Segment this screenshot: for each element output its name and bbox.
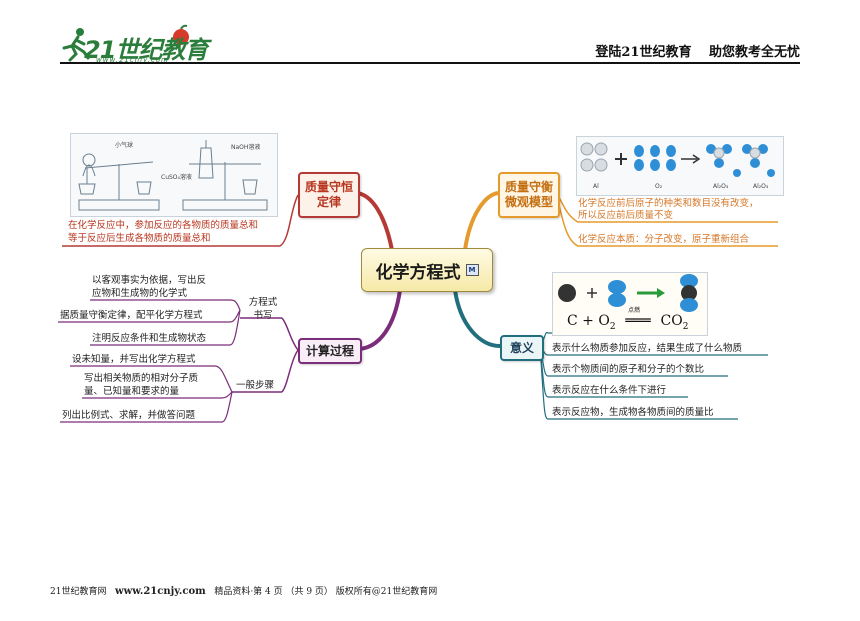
map-badge: M (465, 264, 479, 276)
center-node: 化学方程式 M (361, 248, 493, 292)
mass-leaf-1: 在化学反应中，参加反应的各物质的质量总和 (68, 220, 259, 231)
write-leaf-1: 以客观事实为依据，写出反 (92, 275, 207, 286)
combustion-equation: C + O2 点燃═══ CO2 (567, 307, 689, 332)
branch-meaning: 意义 (500, 335, 544, 361)
footer-left: 21世纪教育网 (50, 587, 116, 597)
logo (58, 22, 198, 66)
logo-url: www.21cnjy.com (96, 56, 169, 64)
meaning-leaf-4: 表示反应物，生成物各物质间的质量比 (552, 407, 714, 418)
apple-icon (173, 24, 189, 45)
o2-label: O₂ (655, 183, 663, 190)
balloon-label: 小气球 (115, 142, 134, 149)
runner-icon (62, 28, 90, 62)
al2o3-label-2: Al₂O₃ (753, 183, 769, 190)
eq-c: C (567, 313, 578, 329)
sub-write: 方程式书写 (248, 297, 278, 321)
footer: 21世纪教育网 www.21cnjy.com 精品资料·第 4 页 （共 9 页… (50, 584, 437, 597)
branch-calculation: 计算过程 (298, 338, 362, 364)
step-leaf-2: 写出相关物质的相对分子质 (84, 373, 199, 384)
write-leaf-3: 据质量守衡定律，配平化学方程式 (60, 310, 203, 321)
meaning-leaf-1: 表示什么物质参加反应，结果生成了什么物质 (552, 343, 743, 354)
footer-url[interactable]: www.21cnjy.com (115, 586, 206, 597)
balance-scales-icon (78, 140, 268, 211)
micro-leaf-2: 所以反应前后质量不变 (578, 210, 674, 221)
molecule-icon (558, 274, 698, 312)
naoh-label: NaOH溶液 (231, 144, 261, 151)
sub-steps: 一般步骤 (236, 380, 275, 391)
micro-leaf-1: 化学反应前后原子的种类和数目没有改变， (578, 198, 759, 209)
header-rule (60, 62, 800, 64)
branch-mass-conservation: 质量守恒定律 (298, 172, 360, 218)
logo-text: 21世纪教育 (84, 36, 208, 64)
balance-illustration: 小气球 CuSO₄溶液 NaOH溶液 (70, 133, 278, 217)
step-leaf-4: 列出比例式、求解，并做答问题 (62, 410, 196, 421)
atom-model-icon (580, 142, 775, 177)
write-leaf-2: 应物和生成物的化学式 (92, 288, 188, 299)
eq-co: CO (660, 313, 683, 329)
atom-model-illustration: Al O₂ Al₂O₃ Al₂O₃ (576, 136, 784, 196)
footer-right: 精品资料·第 4 页 （共 9 页） 版权所有@21世纪教育网 (205, 587, 438, 597)
al2o3-label-1: Al₂O₃ (713, 183, 729, 190)
branch-micro-model: 质量守衡微观模型 (498, 172, 560, 218)
eq-condition: 点燃 (628, 307, 641, 314)
meaning-leaf-3: 表示反应在什么条件下进行 (552, 385, 667, 396)
meaning-leaf-2: 表示个物质间的原子和分子的个数比 (552, 364, 705, 375)
cuso4-label: CuSO₄溶液 (161, 174, 192, 181)
slogan: 登陆21世纪教育 助您教考全无忧 (595, 45, 800, 60)
center-label: 化学方程式 (375, 262, 461, 283)
step-leaf-3: 量、已知量和要求的量 (84, 386, 180, 397)
al-label: Al (593, 183, 599, 190)
step-leaf-1: 设未知量，并写出化学方程式 (72, 354, 196, 365)
carbon-combustion-illustration: C + O2 点燃═══ CO2 (552, 272, 708, 336)
eq-o: O (598, 313, 610, 329)
micro-leaf-3: 化学反应本质：分子改变，原子重新组合 (578, 234, 750, 245)
write-leaf-4: 注明反应条件和生成物状态 (92, 333, 207, 344)
mass-leaf-2: 等于反应后生成各物质的质量总和 (68, 233, 211, 244)
